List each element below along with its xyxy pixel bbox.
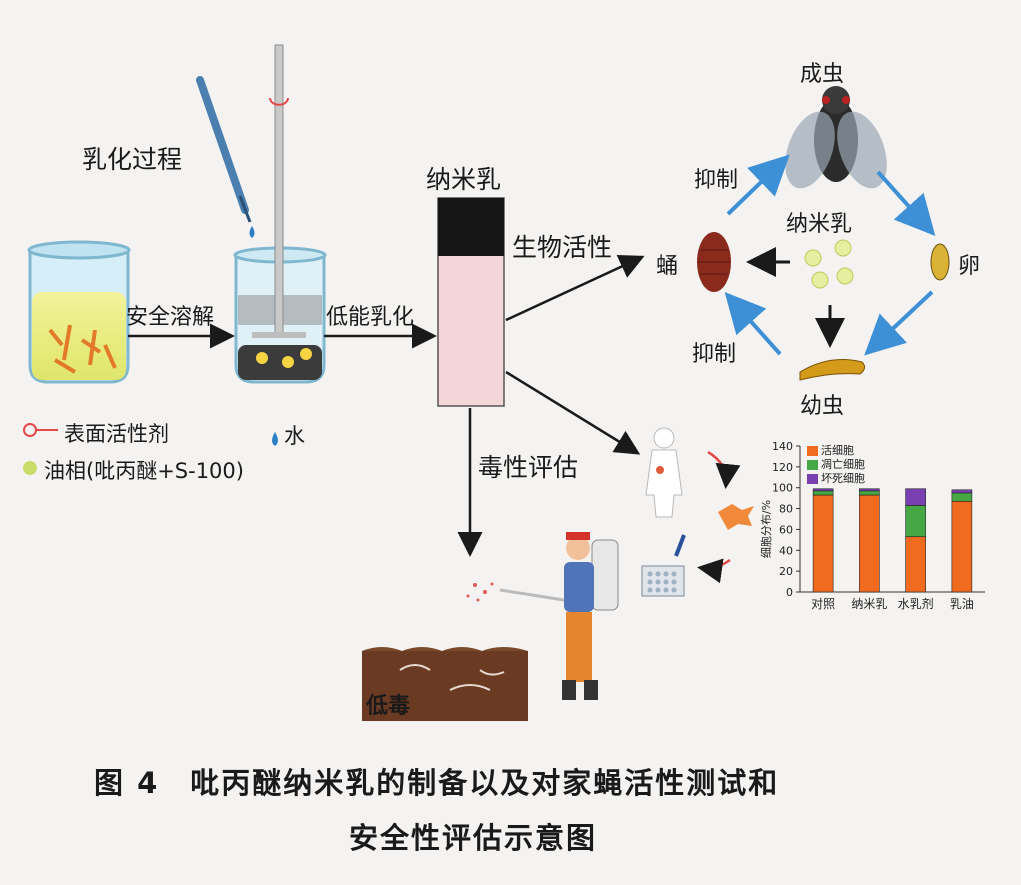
y-tick-label: 60 [779, 523, 793, 536]
arrow-adult-egg [876, 170, 936, 236]
figure-caption-line1: 图 4 吡丙醚纳米乳的制备以及对家蝇活性测试和 [94, 766, 780, 800]
larva-label: 幼虫 [800, 394, 845, 419]
lifecycle-center-label: 纳米乳 [786, 212, 853, 237]
emulsify-process-label: 乳化过程 [82, 145, 183, 174]
inhibit-top-label: 抑制 [694, 168, 739, 193]
fly-adult [785, 86, 887, 189]
cell-distribution-chart: 0 20 40 60 80 100 120 140 对照 纳米乳水乳剂 乳油 细胞分布/% [760, 440, 985, 611]
bioactivity-label: 生物活性 [512, 233, 613, 262]
y-tick-label: 100 [772, 482, 793, 495]
y-tick-label: 120 [772, 461, 793, 474]
legend-label-apoptotic: 凋亡细胞 [821, 458, 865, 471]
legend-label-necrotic: 坏死细胞 [821, 472, 865, 485]
oil-phase-legend-label: 油相(吡丙醚+S-100) [44, 459, 244, 483]
figure-caption-line2: 安全性评估示意图 [349, 821, 598, 855]
bar-segment [905, 488, 926, 506]
x-tick-label: 对照 [811, 597, 835, 611]
bar-segment [905, 505, 926, 538]
adult-label: 成虫 [800, 62, 845, 87]
pupa [697, 232, 731, 292]
inhibit-bottom-label: 抑制 [692, 342, 737, 367]
oil-phase-icon [23, 461, 37, 475]
arrow-human-cell [707, 450, 741, 489]
surfactant-icon [23, 423, 58, 437]
legend-swatch-necrotic [807, 474, 818, 484]
chart-legend: 活细胞 凋亡细胞 坏死细胞 [807, 444, 865, 486]
arrow-pupa-adult [726, 154, 790, 216]
legend-label-live: 活细胞 [821, 444, 854, 457]
egg [930, 243, 950, 281]
nanoparticles [804, 239, 854, 289]
bar-segment [905, 536, 926, 593]
bar-segment [951, 500, 973, 593]
x-tick-label: 纳米乳 [851, 597, 887, 611]
x-tick-label: 乳油 [950, 597, 974, 611]
y-tick-label: 0 [786, 586, 793, 599]
water-drop-icon [272, 432, 278, 446]
beaker-oil-phase [27, 240, 131, 384]
surfactant-legend-label: 表面活性剂 [64, 422, 169, 446]
water-legend-label: 水 [284, 424, 305, 448]
bar-segment [951, 492, 973, 502]
cell-image [718, 504, 754, 530]
arrow-egg-larva [864, 290, 934, 356]
bar-segment [951, 489, 973, 494]
arrow-bioactivity [505, 255, 645, 322]
y-axis-label: 细胞分布/% [760, 500, 773, 558]
nanoemulsion-tube [437, 197, 505, 407]
legend-item-necrotic: 坏死细胞 [807, 472, 865, 486]
legend-item-apoptotic: 凋亡细胞 [807, 458, 865, 472]
bar-segment [812, 488, 834, 492]
y-tick-label: 40 [779, 544, 793, 557]
larva [799, 359, 866, 381]
spraying-worker [466, 532, 619, 700]
pupa-label: 蛹 [656, 254, 679, 279]
legend-item-live: 活细胞 [807, 444, 865, 458]
pipette [196, 76, 255, 238]
bar-segment [859, 494, 880, 593]
bar-segment [812, 494, 834, 593]
y-tick-label: 80 [779, 503, 793, 516]
toxicity-eval-label: 毒性评估 [478, 453, 579, 482]
bar-segment [859, 490, 880, 496]
x-tick-label: 水乳剂 [898, 596, 934, 611]
soil-block [362, 647, 528, 721]
legend-swatch-apoptotic [807, 460, 818, 470]
well-plate [641, 534, 686, 597]
legend-swatch-live [807, 446, 818, 456]
beaker-emulsification [233, 44, 327, 384]
y-tick-label: 140 [772, 440, 793, 453]
arrow-cell-plate [697, 558, 731, 584]
low-toxicity-label: 低毒 [366, 694, 411, 719]
arrow-larva-pupa [724, 292, 782, 356]
nanoemulsion-label: 纳米乳 [426, 165, 502, 194]
egg-label: 卵 [958, 254, 981, 279]
low-energy-label: 低能乳化 [326, 305, 415, 330]
safe-dissolve-label: 安全溶解 [126, 305, 215, 330]
bar-segment [812, 490, 834, 496]
y-tick-label: 20 [779, 565, 793, 578]
arrow-toxicity [505, 370, 641, 455]
human-figure [645, 427, 683, 518]
bar-segment [859, 488, 880, 492]
